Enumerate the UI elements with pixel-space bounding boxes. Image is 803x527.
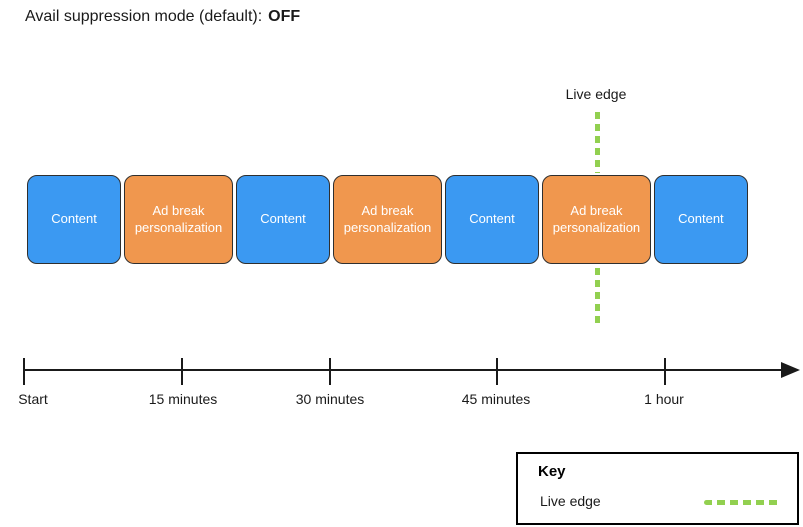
live-edge-dashed-line-top [595, 112, 600, 173]
axis-tick-1hour [664, 358, 666, 385]
content-block: Content [653, 175, 748, 264]
diagram-title: Avail suppression mode (default): OFF [25, 8, 300, 26]
content-block: Content [27, 175, 122, 264]
diagram-title-text: Avail suppression mode (default): [25, 8, 263, 25]
axis-label-30min: 30 minutes [295, 391, 365, 407]
time-axis-line [24, 369, 784, 371]
ad-break-block: Ad break personalization [124, 175, 233, 264]
axis-label-1hour: 1 hour [644, 391, 684, 407]
axis-tick-30min [329, 358, 331, 385]
live-edge-label: Live edge [565, 86, 627, 102]
content-block: Content [444, 175, 540, 264]
ad-break-block: Ad break personalization [542, 175, 651, 264]
live-edge-dash-swatch-icon [704, 500, 781, 505]
key-legend-box: Key Live edge [516, 452, 799, 525]
time-axis-arrowhead-icon [781, 362, 800, 378]
key-item-live-edge-label: Live edge [540, 493, 601, 509]
axis-tick-45min [496, 358, 498, 385]
content-block: Content [235, 175, 331, 264]
live-edge-dashed-line-bottom [595, 268, 600, 327]
key-title: Key [538, 463, 566, 480]
axis-tick-15min [181, 358, 183, 385]
stream-timeline-blocks: Content Ad break personalization Content… [27, 175, 748, 264]
mode-value: OFF [268, 8, 301, 25]
axis-label-15min: 15 minutes [148, 391, 218, 407]
axis-label-start: Start [18, 391, 48, 407]
axis-tick-start [23, 358, 25, 385]
ad-break-block: Ad break personalization [333, 175, 442, 264]
axis-label-45min: 45 minutes [461, 391, 531, 407]
